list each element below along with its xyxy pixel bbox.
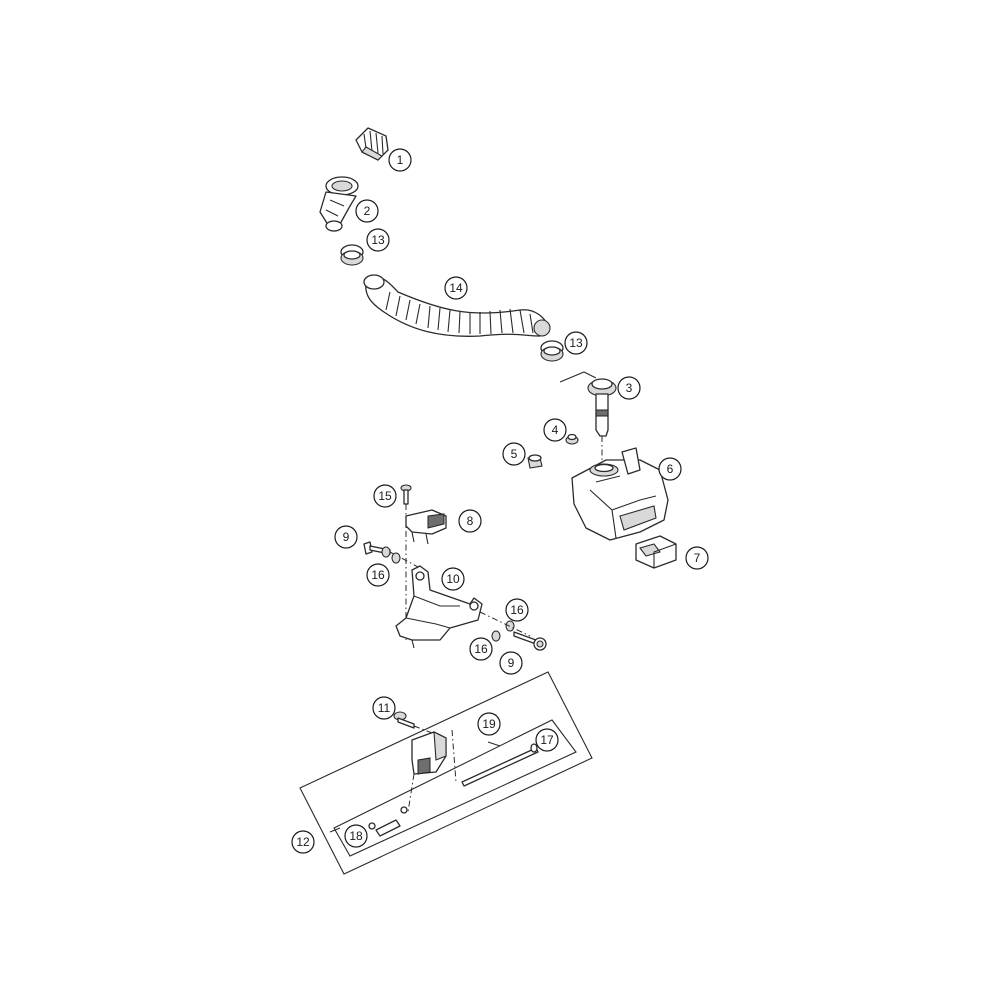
callout-label: 13 <box>569 336 583 350</box>
part-13-hose-clamp-lower <box>540 340 564 362</box>
callout-3: 3 <box>617 376 641 400</box>
part-3-level-sensor <box>559 371 617 470</box>
callout-label: 9 <box>508 656 515 670</box>
callout-11: 11 <box>372 696 396 720</box>
callout-label: 6 <box>667 462 674 476</box>
callout-6: 6 <box>658 457 682 481</box>
part-18-pin <box>368 806 408 837</box>
callout-15: 15 <box>373 484 397 508</box>
leader-lines <box>329 827 341 833</box>
callout-label: 14 <box>449 281 463 295</box>
callout-label: 13 <box>371 233 385 247</box>
callout-13: 13 <box>564 331 588 355</box>
callout-label: 2 <box>364 204 371 218</box>
callout-label: 8 <box>467 514 474 528</box>
part-10-main-bracket <box>395 565 483 649</box>
callout-label: 10 <box>446 572 460 586</box>
callout-label: 19 <box>482 717 496 731</box>
part-9-bolt-lower <box>479 611 547 651</box>
callout-16: 16 <box>505 598 529 622</box>
callout-2: 2 <box>355 199 379 223</box>
callout-9: 9 <box>334 525 358 549</box>
callout-12: 12 <box>291 830 315 854</box>
callout-label: 17 <box>540 733 554 747</box>
callout-label: 5 <box>511 447 518 461</box>
callout-label: 18 <box>349 829 363 843</box>
part-13-hose-clamp-upper <box>340 244 364 266</box>
part-1-filler-cap <box>355 127 389 161</box>
callout-9: 9 <box>499 651 523 675</box>
callout-label: 3 <box>626 381 633 395</box>
part-14-corrugated-hose <box>363 274 551 337</box>
callout-19: 19 <box>477 712 501 736</box>
part-19-tube <box>461 741 539 787</box>
callout-18: 18 <box>344 824 368 848</box>
part-5-nut <box>527 454 543 469</box>
part-8-upper-mount <box>405 509 447 545</box>
callout-17: 17 <box>535 728 559 752</box>
callout-label: 11 <box>378 701 391 715</box>
callout-label: 4 <box>552 423 559 437</box>
callout-13: 13 <box>366 228 390 252</box>
callout-label: 12 <box>296 835 310 849</box>
callout-14: 14 <box>444 276 468 300</box>
callout-16: 16 <box>469 637 493 661</box>
part-6-reservoir <box>571 447 669 541</box>
callout-4: 4 <box>543 418 567 442</box>
callout-16: 16 <box>366 563 390 587</box>
part-9-bolt-upper <box>363 541 421 569</box>
callout-label: 1 <box>397 153 404 167</box>
callout-label: 9 <box>343 530 350 544</box>
part-16-washer-lower <box>491 630 501 642</box>
callout-label: 15 <box>378 489 392 503</box>
part-16-washer-upper <box>391 552 401 564</box>
part-16-washer-right <box>505 620 515 632</box>
callout-label: 16 <box>371 568 385 582</box>
callout-8: 8 <box>458 509 482 533</box>
kit-block-body <box>407 729 457 813</box>
part-2-filler-neck <box>319 176 359 232</box>
callout-10: 10 <box>441 567 465 591</box>
callout-5: 5 <box>502 442 526 466</box>
callout-1: 1 <box>388 148 412 172</box>
part-17-ring <box>530 743 538 753</box>
callout-label: 16 <box>510 603 524 617</box>
kit-12-frame <box>299 671 593 875</box>
callout-label: 16 <box>474 642 488 656</box>
callout-label: 7 <box>694 551 701 565</box>
callout-7: 7 <box>685 546 709 570</box>
part-7-bracket <box>635 535 677 569</box>
part-4-grommet <box>565 433 579 445</box>
